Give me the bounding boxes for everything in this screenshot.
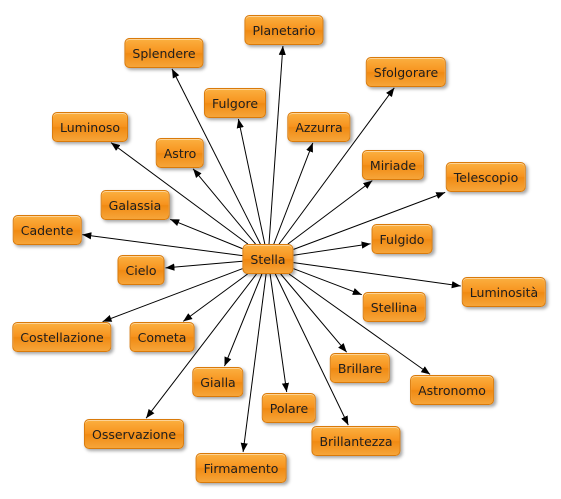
edge-planetario [268, 45, 286, 245]
node-polare[interactable]: Polare [261, 393, 317, 423]
node-planetario[interactable]: Planetario [244, 15, 324, 45]
node-sfolgorare[interactable]: Sfolgorare [365, 57, 447, 87]
node-stellina[interactable]: Stellina [362, 292, 426, 322]
node-luminosita[interactable]: Luminosità [461, 277, 547, 307]
edge-astronomo [288, 273, 431, 375]
edge-cometa [182, 273, 248, 322]
node-brillantezza[interactable]: Brillantezza [311, 426, 401, 456]
node-gialla[interactable]: Gialla [192, 367, 244, 397]
node-cielo[interactable]: Cielo [117, 255, 165, 285]
node-fulgore[interactable]: Fulgore [203, 88, 267, 118]
edge-brillare [280, 273, 348, 353]
node-cometa[interactable]: Cometa [129, 322, 195, 352]
edge-polare [269, 273, 290, 393]
node-brillare[interactable]: Brillare [329, 353, 391, 383]
edge-sfolgorare [278, 87, 395, 245]
edge-luminosita [293, 262, 461, 289]
edge-galassia [170, 218, 243, 250]
node-luminoso[interactable]: Luminoso [51, 112, 129, 142]
center-node[interactable]: Stella [242, 244, 294, 274]
node-cadente[interactable]: Cadente [12, 215, 82, 245]
edge-osservazione [145, 273, 257, 419]
node-astro[interactable]: Astro [155, 138, 205, 168]
edge-firmamento [240, 273, 267, 453]
node-telescopio[interactable]: Telescopio [445, 162, 527, 192]
edge-cielo [165, 260, 243, 271]
edge-stellina [293, 268, 362, 296]
node-galassia[interactable]: Galassia [100, 190, 170, 220]
node-astronomo[interactable]: Astronomo [410, 375, 494, 405]
node-fulgido[interactable]: Fulgido [371, 224, 433, 254]
node-firmamento[interactable]: Firmamento [195, 453, 287, 483]
edge-gialla [224, 273, 263, 367]
edge-azzurra [273, 142, 314, 245]
edge-fulgido [293, 241, 371, 256]
node-splendere[interactable]: Splendere [124, 38, 204, 68]
node-costellazione[interactable]: Costellazione [12, 322, 112, 352]
edge-miriade [287, 180, 373, 245]
edge-luminoso [110, 142, 249, 245]
node-miriade[interactable]: Miriade [361, 150, 425, 180]
node-azzurra[interactable]: Azzurra [287, 112, 351, 142]
edge-splendere [171, 68, 261, 245]
edge-brillantezza [274, 273, 349, 426]
edge-costellazione [102, 268, 243, 323]
edge-telescopio [293, 191, 446, 250]
edge-fulgore [236, 118, 266, 245]
edge-astro [192, 168, 256, 245]
edge-cadente [82, 232, 243, 257]
node-osservazione[interactable]: Osservazione [83, 419, 185, 449]
